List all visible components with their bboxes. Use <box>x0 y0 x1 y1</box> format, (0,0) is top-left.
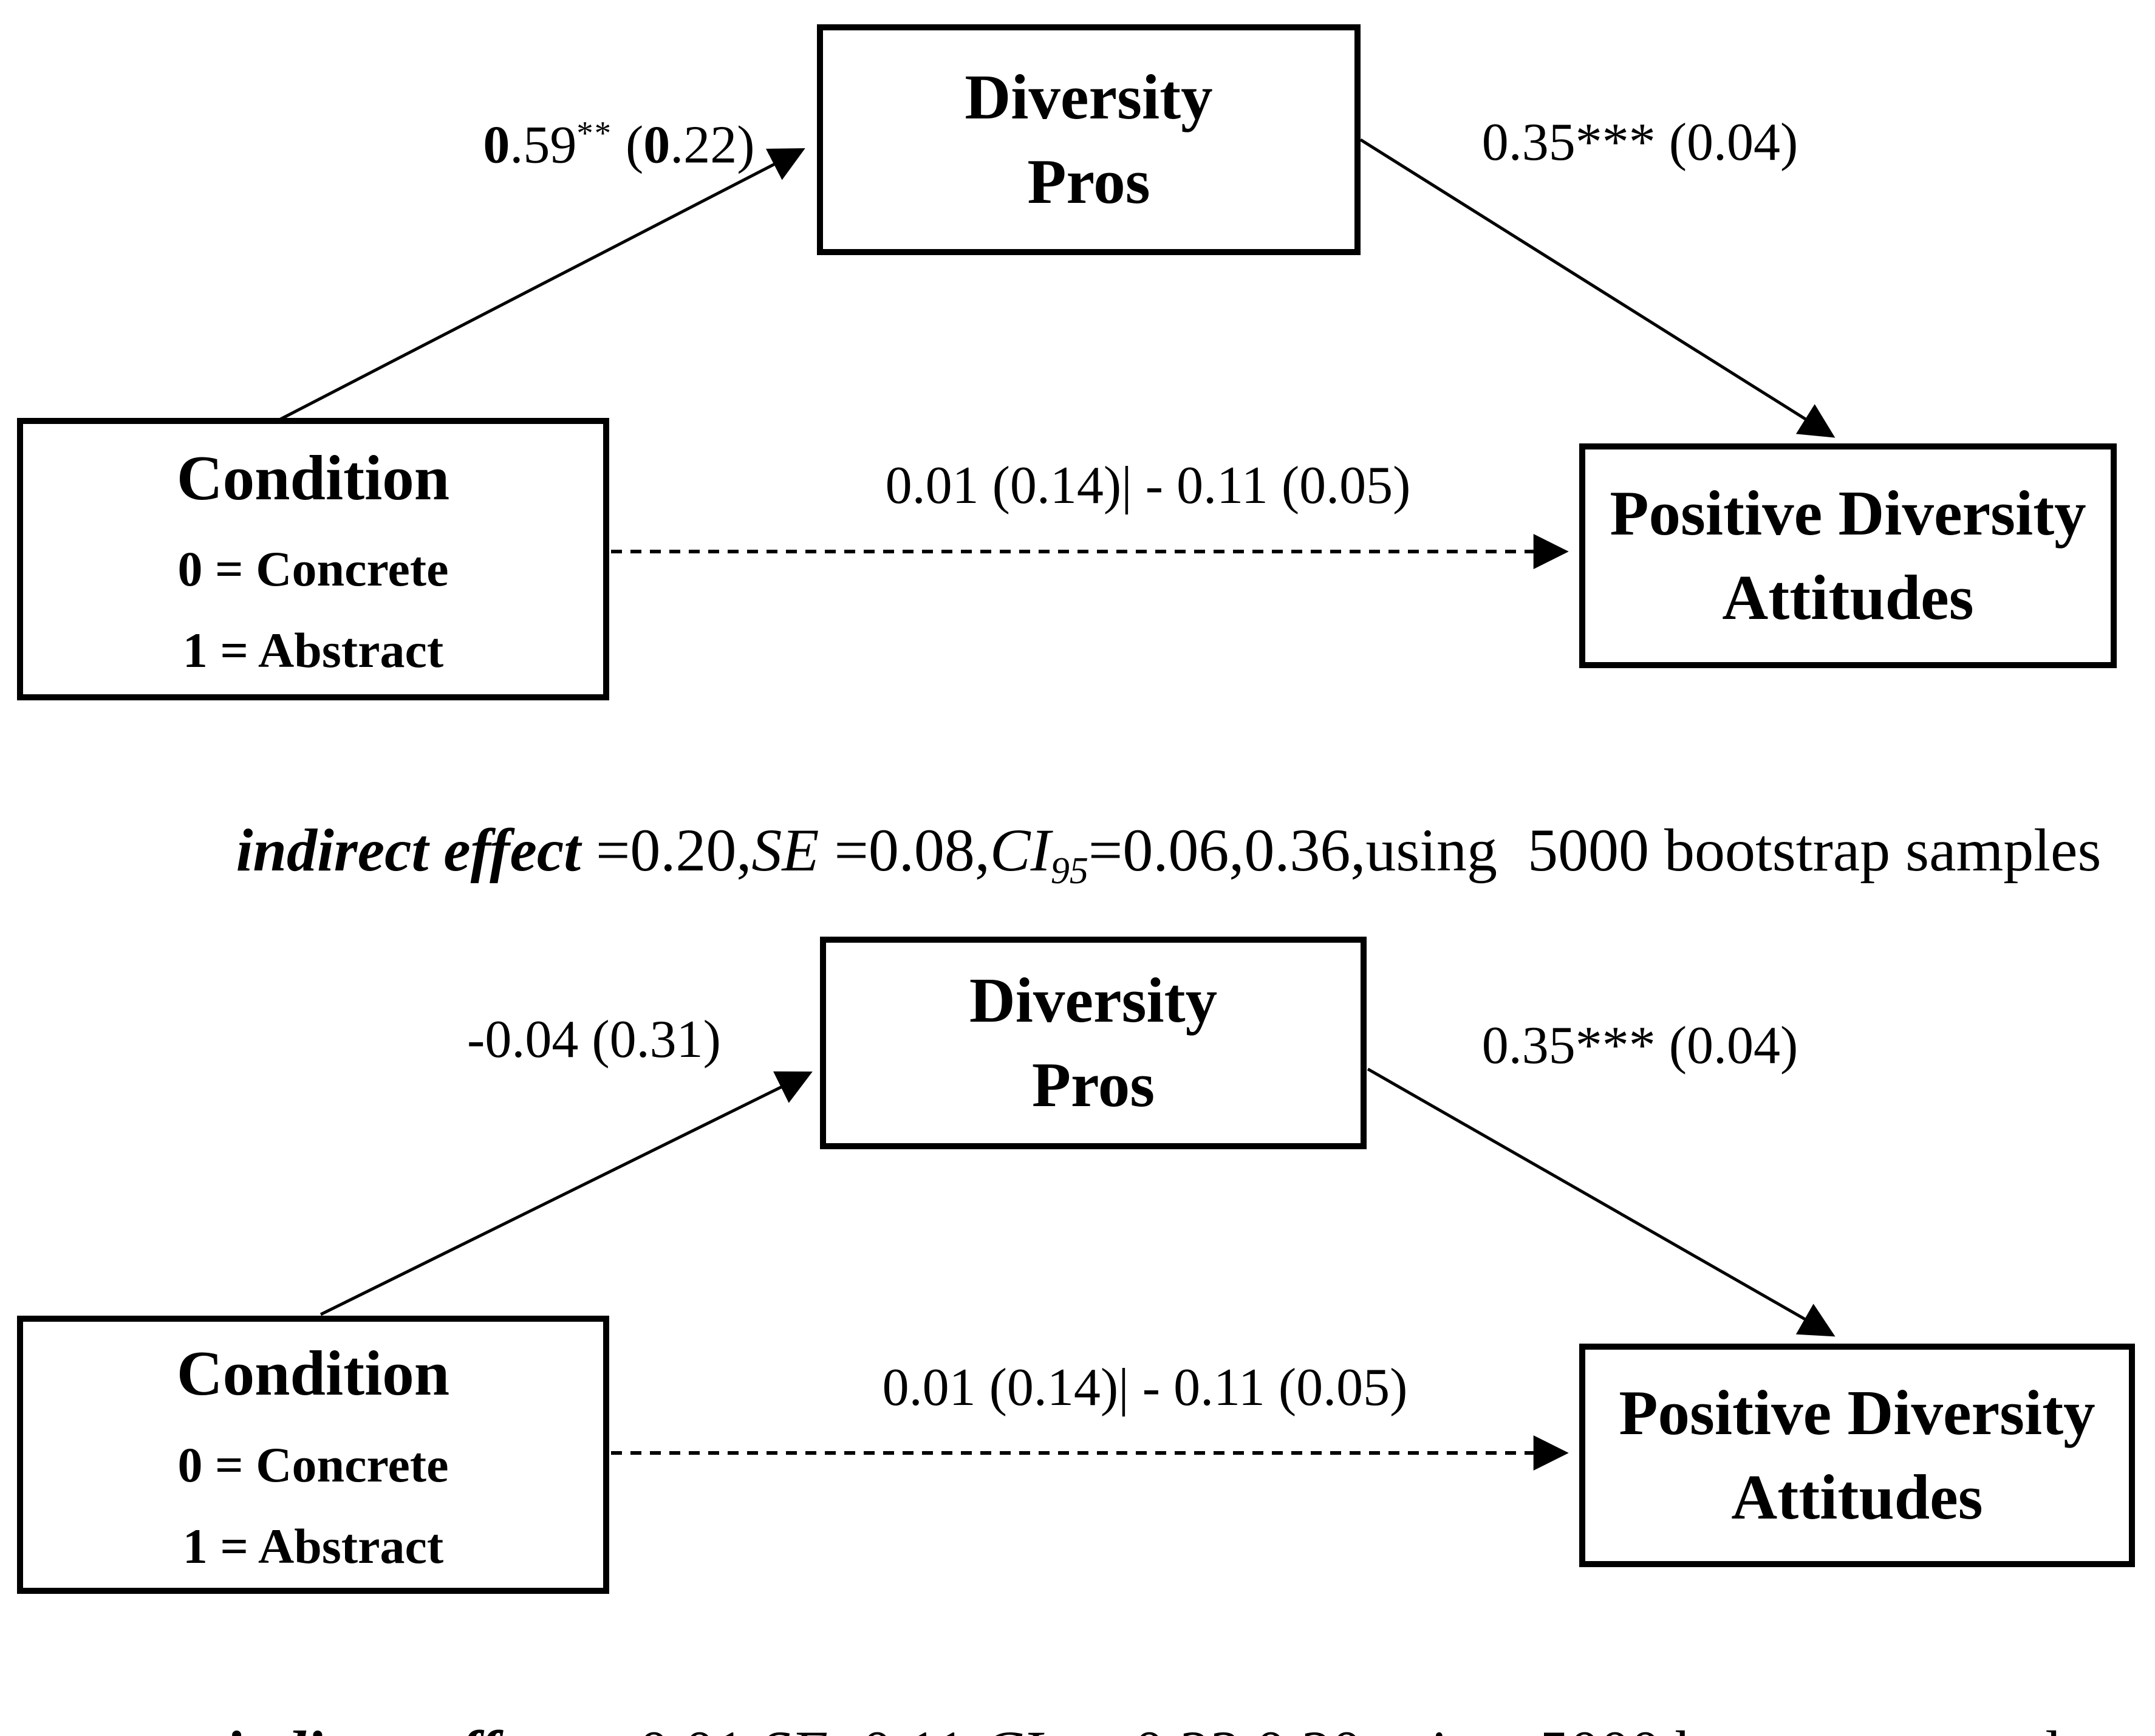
indirect-seg1: =0.20, <box>581 816 752 884</box>
indirect-seg1: =-0.01, <box>569 1718 760 1736</box>
path-a-label-1: 0.59** (0.22) <box>429 63 754 225</box>
indirect-effect-term: indirect effect <box>225 1718 569 1736</box>
se-term: SE <box>760 1718 828 1736</box>
arrow-condition-to-mediator-2 <box>319 1071 813 1316</box>
path-a-stars: ** <box>576 114 612 152</box>
direct-path-label-2: 0.01 (0.14)| - 0.11 (0.05) <box>882 1358 1408 1417</box>
path-a-mid: ( <box>612 115 644 175</box>
indirect-effect-term: indirect effect <box>236 816 581 884</box>
arrow-mediator-to-outcome-2 <box>1367 1067 1836 1337</box>
indirect-seg3: =-0.23,0.20,using 5000 bootstrap samples <box>1080 1718 2113 1736</box>
mediator-label-line2: Pros <box>1027 146 1150 217</box>
path-a-zero2: 0 <box>643 115 671 175</box>
condition-level0: 0 = Concrete <box>177 541 449 597</box>
indirect-effect-line-2: indirect effect =-0.01,SE=0.11,CI95=-0.2… <box>121 1652 2155 1736</box>
mediator-label-line2: Pros <box>1031 1049 1155 1120</box>
condition-title: Condition <box>176 1338 450 1409</box>
path-a-rest1: .59 <box>510 115 577 175</box>
condition-title: Condition <box>176 442 450 513</box>
outcome-box-1: Positive Diversity Attitudes <box>1579 443 2117 668</box>
outcome-label-line1: Positive Diversity <box>1619 1377 2095 1449</box>
ci-term: CI <box>982 1718 1042 1736</box>
path-b-label-2: 0.35*** (0.04) <box>1481 1016 1798 1075</box>
direct-path-label-1: 0.01 (0.14)| - 0.11 (0.05) <box>885 456 1411 515</box>
path-b-label-1: 0.35*** (0.04) <box>1481 113 1798 172</box>
outcome-label-line1: Positive Diversity <box>1610 477 2086 549</box>
arrow-condition-to-mediator-1 <box>277 148 805 422</box>
indirect-seg2: =0.08, <box>819 816 990 884</box>
se-term: SE <box>751 816 819 884</box>
outcome-label-line2: Attitudes <box>1722 562 1974 633</box>
path-a-rest2: .22) <box>670 115 755 175</box>
condition-level1: 1 = Abstract <box>182 1518 444 1574</box>
ci-subscript: 95 <box>1050 850 1088 892</box>
mediator-box-2: Diversity Pros <box>820 937 1367 1149</box>
mediator-label-line1: Diversity <box>969 965 1218 1036</box>
outcome-box-2: Positive Diversity Attitudes <box>1579 1344 2135 1567</box>
indirect-seg3: =0.06,0.36,using 5000 bootstrap samples <box>1088 816 2102 884</box>
condition-box-1: Condition 0 = Concrete 1 = Abstract <box>17 418 609 700</box>
path-a-label-2: -0.04 (0.31) <box>467 1010 721 1069</box>
path-a-zero1: 0 <box>483 115 510 175</box>
mediator-label-line1: Diversity <box>965 61 1213 133</box>
outcome-label-line2: Attitudes <box>1731 1461 1983 1533</box>
indirect-seg2: =0.11, <box>828 1718 982 1736</box>
arrow-mediator-to-outcome-1 <box>1359 138 1836 438</box>
indirect-effect-line-1: indirect effect =0.20,SE =0.08,CI95=0.06… <box>121 750 2155 959</box>
ci-term: CI <box>989 816 1051 884</box>
condition-level0: 0 = Concrete <box>177 1437 449 1492</box>
condition-level1: 1 = Abstract <box>182 623 444 678</box>
mediator-box-1: Diversity Pros <box>817 24 1361 255</box>
condition-box-2: Condition 0 = Concrete 1 = Abstract <box>17 1316 609 1594</box>
